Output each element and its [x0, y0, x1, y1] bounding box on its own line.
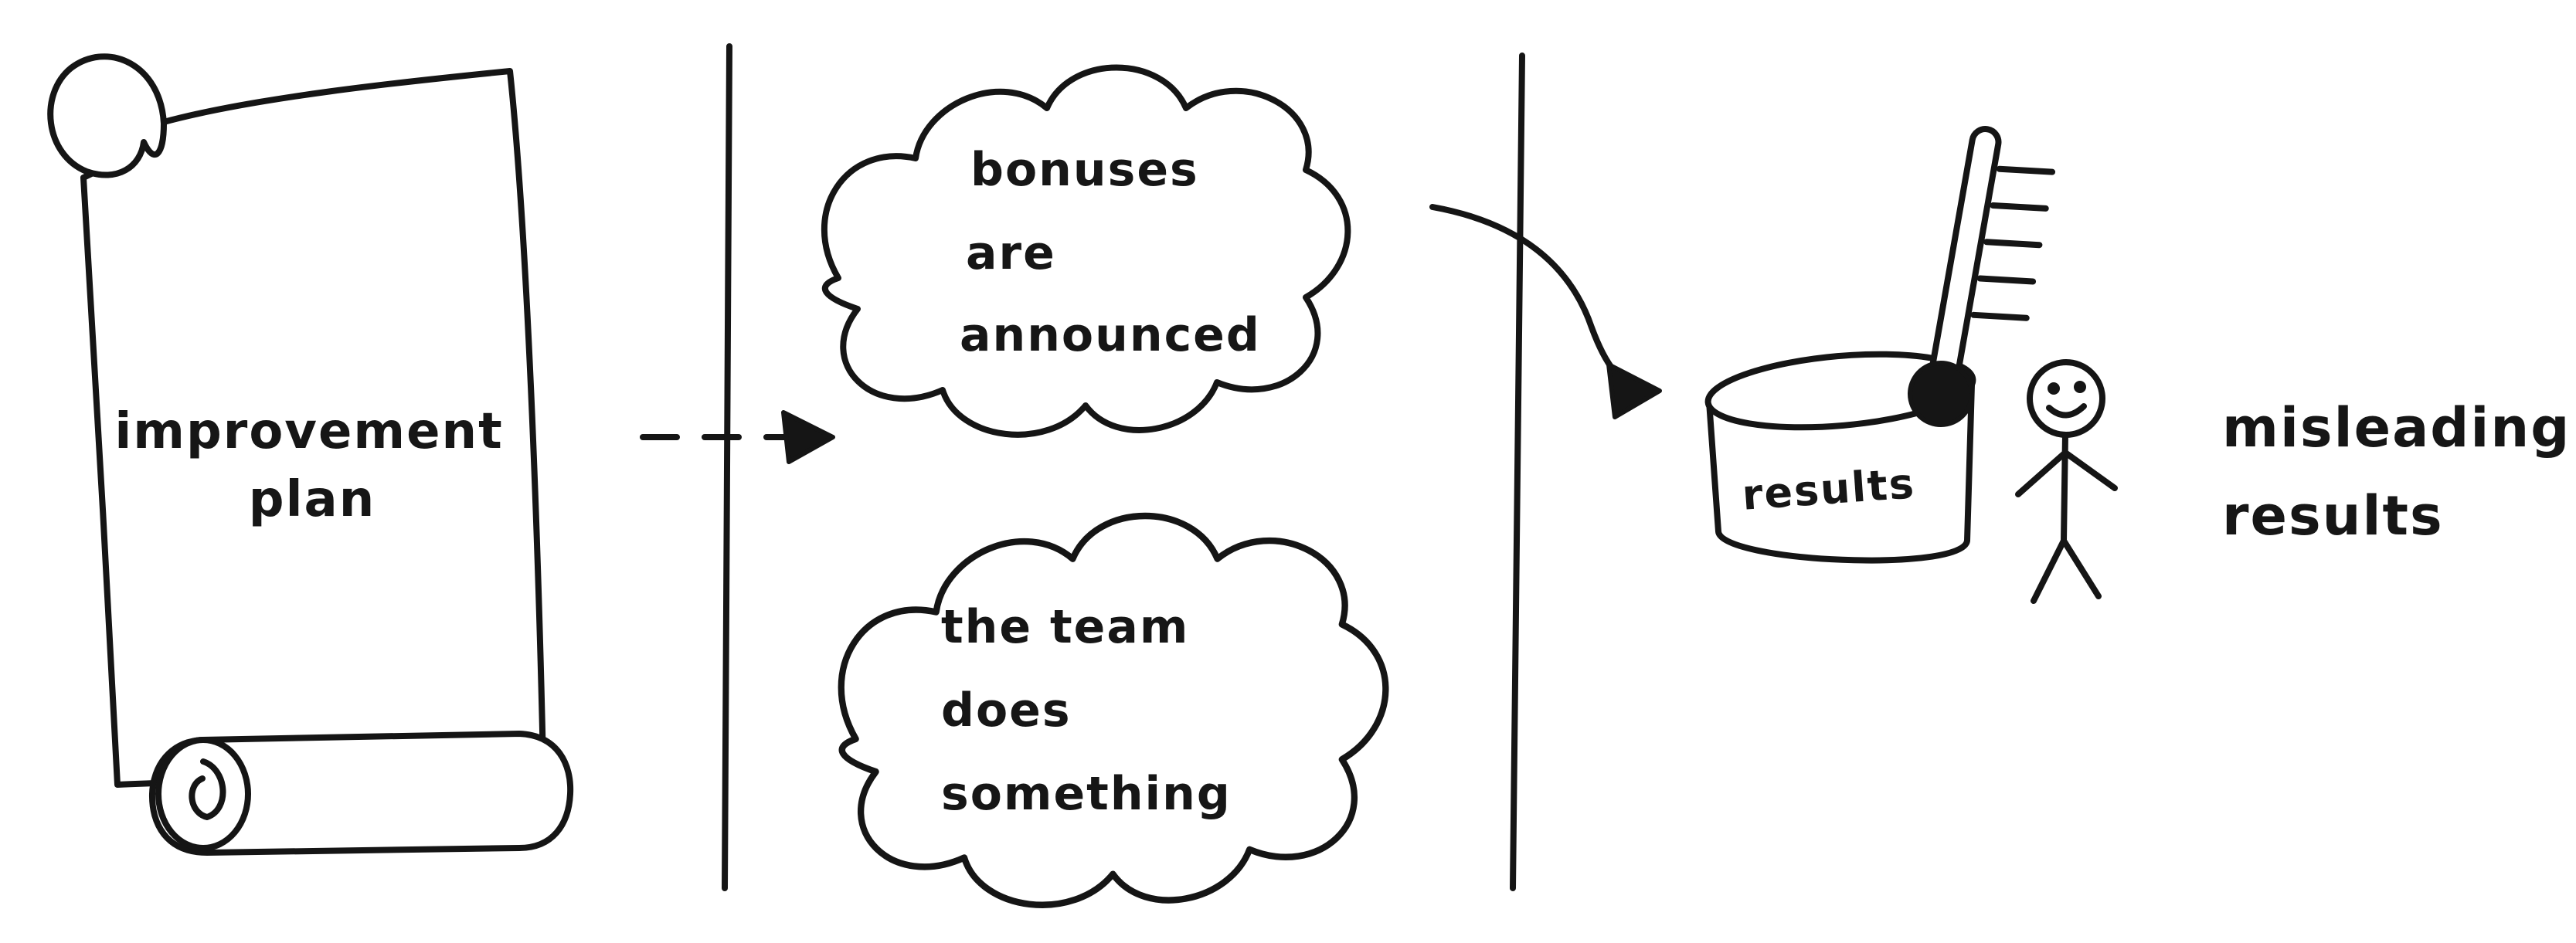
thermometer-tick [1976, 275, 2037, 285]
person-icon [2015, 359, 2118, 604]
cloud-shape-bottom [841, 516, 1386, 905]
scroll-roll-curl [189, 758, 226, 820]
scroll-label-line1: improvement [114, 403, 503, 460]
cloud-top-line1: bonuses [970, 143, 1199, 197]
improvement-plan-scroll-icon: improvement plan [47, 53, 574, 856]
scroll-label-line2: plan [249, 471, 376, 528]
cloud-bottom-line2: does [941, 684, 1072, 738]
caption-line1: misleading [2222, 396, 2571, 460]
can-label: results [1741, 459, 1917, 519]
can-rim [1704, 351, 1976, 431]
scroll-bottom-roll [148, 731, 574, 856]
thermometer-icon [1908, 126, 2056, 427]
cloud-bottom-line3: something [941, 767, 1232, 821]
thought-cloud-top: bonuses are announced [824, 68, 1348, 435]
thermometer-tick [1996, 165, 2056, 175]
scroll-roll-end [155, 737, 251, 851]
person-eye-left [2048, 382, 2060, 395]
scroll-top-curl [47, 53, 167, 178]
caption: misleading results [2222, 396, 2571, 548]
person-eye-right [2074, 381, 2086, 393]
cloud-top-line2: are [966, 226, 1056, 280]
person-smile [2046, 403, 2087, 419]
thermometer-stem [1928, 126, 2002, 392]
curved-arrow-shaft [1429, 204, 1650, 394]
person-arms [2015, 449, 2118, 497]
thermometer-tick [1970, 311, 2030, 321]
caption-line2: results [2222, 484, 2444, 548]
cloud-top-line3: announced [960, 308, 1261, 362]
thermometer-tick [1983, 239, 2043, 249]
dashed-arrow-head [781, 410, 835, 464]
curved-arrow-icon [1429, 204, 1662, 419]
thermometer-bulb [1908, 361, 1974, 427]
cloud-bottom-line1: the team [941, 600, 1189, 654]
results-can-icon: results [1704, 126, 2056, 564]
person-head [2027, 359, 2105, 438]
dashed-arrow-icon [640, 410, 835, 464]
curved-arrow-head [1606, 362, 1662, 419]
thermometer-tick [1990, 202, 2049, 212]
cloud-shape-top [824, 68, 1348, 435]
thought-cloud-bottom: the team does something [841, 516, 1386, 905]
barrier-line-left [722, 43, 732, 891]
person-legs [2031, 538, 2102, 604]
barrier-line-right [1510, 53, 1525, 891]
